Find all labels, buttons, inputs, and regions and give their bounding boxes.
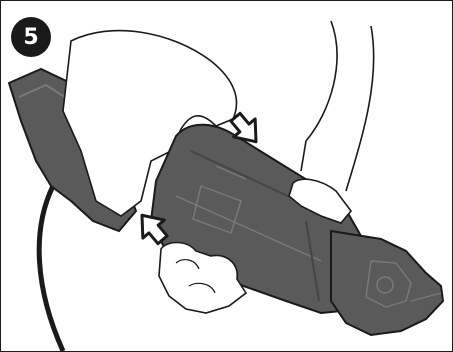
power-cord: [39, 186, 63, 351]
right-arm: [301, 21, 337, 171]
tool-front-housing: [331, 231, 443, 335]
step-number-badge: 5: [11, 17, 51, 57]
step-number: 5: [23, 25, 38, 50]
